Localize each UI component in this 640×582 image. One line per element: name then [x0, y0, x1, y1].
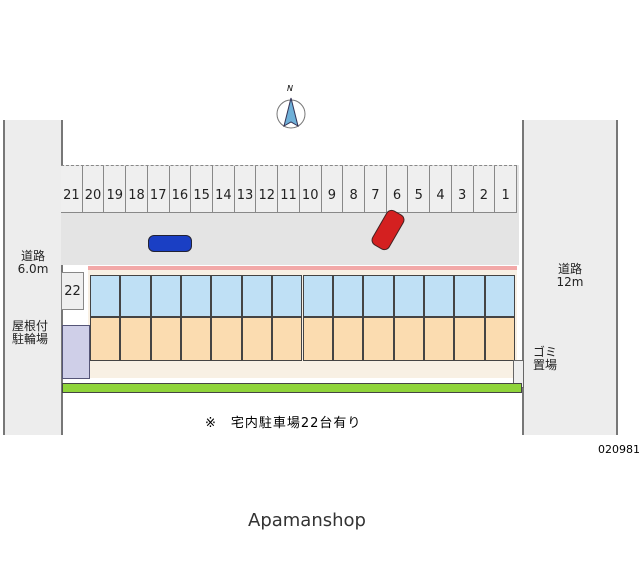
parking-slot-2: 2 — [473, 166, 496, 212]
road-left — [3, 120, 63, 435]
parking-slot-13: 13 — [234, 166, 257, 212]
apartment-unit — [484, 275, 515, 317]
hedge — [62, 383, 522, 393]
compass: N — [273, 84, 309, 134]
apartment-unit — [120, 317, 151, 361]
parking-slot-4: 4 — [430, 166, 452, 212]
label-line: 置場 — [532, 358, 557, 372]
units — [90, 275, 515, 365]
parking-slot-15: 15 — [191, 166, 213, 212]
parking-slot-22: 22 — [61, 272, 84, 310]
parking-slot-20: 20 — [82, 166, 105, 212]
parking-slot-1: 1 — [495, 166, 517, 212]
bicycle-parking-label: 屋根付駐輪場 — [2, 320, 58, 346]
apartment-unit — [272, 275, 303, 317]
apartment-unit — [332, 275, 364, 317]
label-line: 駐輪場 — [11, 332, 48, 346]
apartment-unit — [120, 275, 151, 317]
road-width: 12m — [556, 275, 584, 289]
parking-slot-17: 17 — [147, 166, 170, 212]
apartment-unit — [423, 317, 455, 361]
bicycle-parking — [62, 325, 90, 379]
apartment-unit — [393, 275, 424, 317]
apartment-unit — [393, 317, 424, 361]
parking-slot-11: 11 — [278, 166, 300, 212]
brand-logo: Apamanshop — [248, 510, 366, 531]
parking-slot-10: 10 — [299, 166, 322, 212]
apartment-unit — [302, 317, 333, 361]
apartment-unit — [241, 317, 273, 361]
apartment-unit — [363, 275, 394, 317]
apartment-unit — [150, 275, 182, 317]
parking-slot-12: 12 — [256, 166, 279, 212]
parking-slot-9: 9 — [321, 166, 344, 212]
apartment-unit — [332, 317, 364, 361]
parking-slot-7: 7 — [365, 166, 387, 212]
parking-slot-16: 16 — [169, 166, 192, 212]
compass-north-label: N — [287, 84, 293, 93]
road-name: 道路 — [557, 262, 582, 276]
parking-slot-6: 6 — [386, 166, 409, 212]
road-name: 道路 — [20, 249, 45, 263]
apartment-unit — [272, 317, 303, 361]
apartment-unit — [484, 317, 515, 361]
apartment-unit — [181, 317, 212, 361]
apartment-unit — [454, 275, 485, 317]
apartment-unit — [454, 317, 485, 361]
apartment-unit — [363, 317, 394, 361]
road-width: 6.0m — [17, 262, 49, 276]
apartment-unit — [211, 317, 242, 361]
label-line: ゴミ — [532, 345, 557, 359]
apartment-unit — [302, 275, 333, 317]
apartment-unit — [241, 275, 273, 317]
parking-slot-14: 14 — [213, 166, 235, 212]
car-blue — [148, 235, 192, 252]
parking-slot-21: 21 — [61, 166, 83, 212]
garbage-area-label: ゴミ置場 — [530, 346, 560, 372]
apartment-unit — [423, 275, 455, 317]
parking-slot-19: 19 — [104, 166, 127, 212]
apartment-unit — [150, 317, 182, 361]
apartment-unit — [211, 275, 242, 317]
apartment-unit — [90, 317, 121, 361]
compass-icon — [276, 97, 306, 129]
road-right — [522, 120, 618, 435]
apartment-unit — [181, 275, 212, 317]
parking-note: ※ 宅内駐車場22台有り — [205, 416, 362, 431]
label-line: 屋根付 — [11, 319, 48, 333]
parking-slot-18: 18 — [126, 166, 148, 212]
parking-slot-3: 3 — [451, 166, 474, 212]
parking-slot-8: 8 — [343, 166, 365, 212]
parking-slot-5: 5 — [408, 166, 431, 212]
apartment-unit — [90, 275, 121, 317]
property-code: 020981 — [598, 443, 640, 456]
